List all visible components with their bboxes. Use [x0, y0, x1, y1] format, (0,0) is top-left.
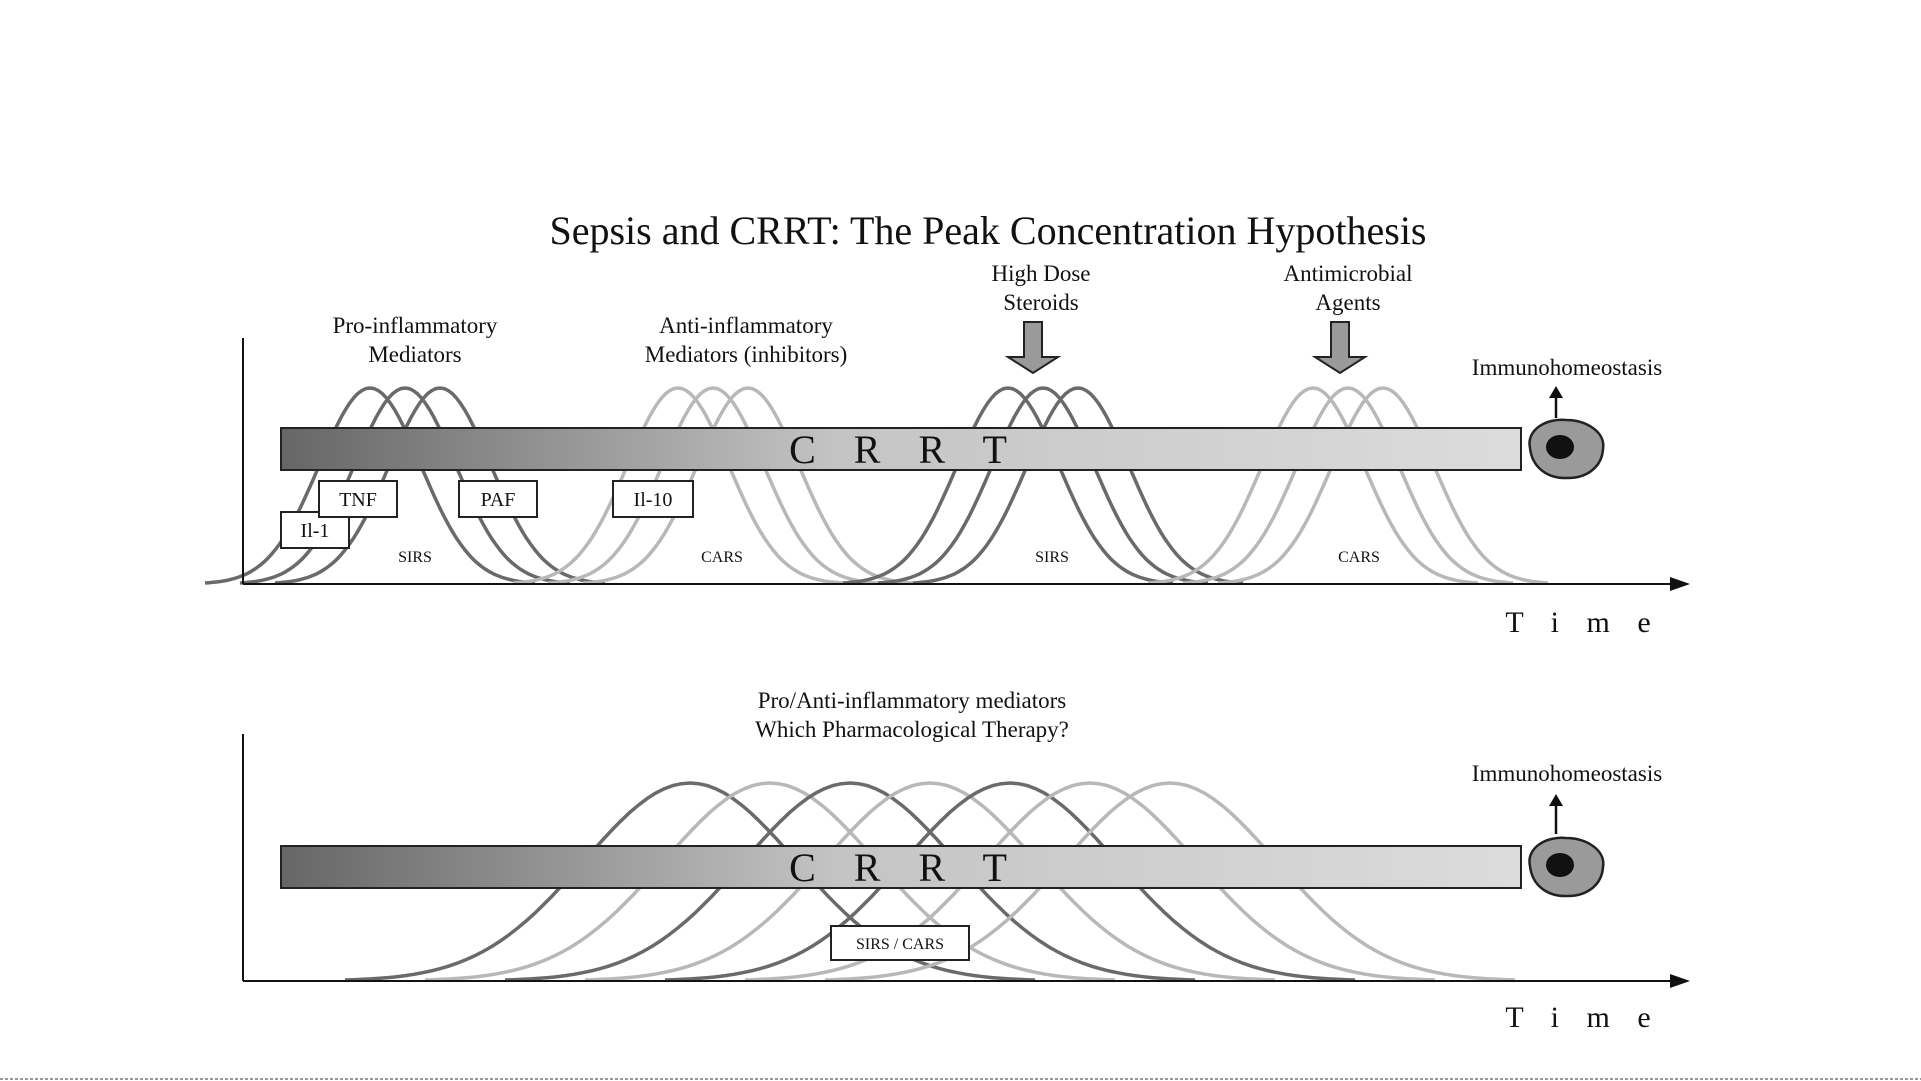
mediator-curve	[1147, 386, 1479, 585]
phase-label-sirs-2: SIRS	[1035, 549, 1069, 566]
question-label-line1: Pro/Anti-inflammatory mediators	[758, 688, 1067, 713]
antimicrobial-down-arrow-icon	[1311, 321, 1369, 375]
mediator-curve	[1217, 386, 1549, 585]
page-title: Sepsis and CRRT: The Peak Concentration …	[549, 208, 1426, 253]
crrt-bar-bottom	[280, 845, 1522, 889]
anti-inflammatory-label-line1: Anti-inflammatory	[659, 313, 833, 338]
steroids-down-arrow-icon	[1004, 321, 1062, 375]
mediator-curve	[239, 386, 571, 585]
mediator-box-label: PAF	[481, 489, 516, 511]
pro-inflammatory-label-line1: Pro-inflammatory	[333, 313, 498, 338]
sirs-cars-box: SIRS / CARS	[830, 925, 970, 961]
mediator-box-paf: PAF	[458, 480, 538, 518]
mediator-curve	[584, 781, 1276, 982]
antimicrobial-label-line2: Agents	[1315, 290, 1380, 315]
time-label-bottom: T i m e	[1505, 1001, 1660, 1034]
pro-inflammatory-label-line2: Mediators	[368, 342, 461, 367]
question-label-line2: Which Pharmacological Therapy?	[755, 717, 1069, 742]
bottom-panel: C R R T T i m e Pro/Anti-inflammatory me…	[242, 688, 1690, 1034]
mediator-curve	[512, 386, 844, 585]
mediator-curve	[824, 781, 1516, 982]
time-axis-arrowhead-top	[1670, 577, 1690, 591]
mediator-curve	[204, 386, 536, 585]
mediator-curve	[582, 386, 914, 585]
phase-label-sirs-1: SIRS	[398, 549, 432, 566]
mediator-curve	[504, 781, 1196, 982]
mediator-curve	[842, 386, 1174, 585]
mediator-curve	[877, 386, 1209, 585]
immunohomeostasis-label-bottom: Immunohomeostasis	[1472, 761, 1662, 786]
time-label-top: T i m e	[1505, 606, 1660, 639]
crrt-label-bottom: C R R T	[789, 845, 1021, 890]
mediator-curve	[664, 781, 1356, 982]
mediator-curve	[424, 781, 1116, 982]
immunohomeostasis-label-top: Immunohomeostasis	[1472, 355, 1662, 380]
phase-label-cars-1: CARS	[701, 549, 743, 566]
mediator-box-label: Il-1	[301, 520, 330, 542]
mediator-curve	[274, 386, 606, 585]
phase-label-cars-2: CARS	[1338, 549, 1380, 566]
immunohomeostasis-up-arrow-icon	[1549, 794, 1563, 834]
mediator-box-tnf: TNF	[318, 480, 398, 518]
mediator-curve	[1182, 386, 1514, 585]
crrt-label-top: C R R T	[789, 427, 1021, 472]
anti-inflammatory-label-line2: Mediators (inhibitors)	[645, 342, 848, 367]
mediator-box-il10: Il-10	[612, 480, 694, 518]
top-mediator-curves	[204, 386, 1549, 585]
sirs-cars-box-label: SIRS / CARS	[856, 936, 944, 953]
steroids-label-line1: High Dose	[991, 261, 1090, 286]
immune-cell-icon-top	[1528, 418, 1605, 480]
top-panel: C R R T T i m e Pro-inflammatory Mediato…	[204, 261, 1690, 639]
steroids-label-line2: Steroids	[1003, 290, 1078, 315]
mediator-box-label: Il-10	[634, 489, 673, 511]
immune-cell-icon-bottom	[1528, 836, 1605, 898]
mediator-curve	[344, 781, 1036, 982]
immunohomeostasis-up-arrow-icon	[1549, 386, 1563, 418]
mediator-curve	[744, 781, 1436, 982]
time-axis-arrowhead-bottom	[1670, 974, 1690, 988]
mediator-box-label: TNF	[339, 489, 377, 511]
antimicrobial-label-line1: Antimicrobial	[1283, 261, 1412, 286]
bottom-mediator-curves	[344, 781, 1516, 982]
crrt-bar-top	[280, 427, 1522, 471]
mediator-curve	[547, 386, 879, 585]
mediator-curve	[912, 386, 1244, 585]
